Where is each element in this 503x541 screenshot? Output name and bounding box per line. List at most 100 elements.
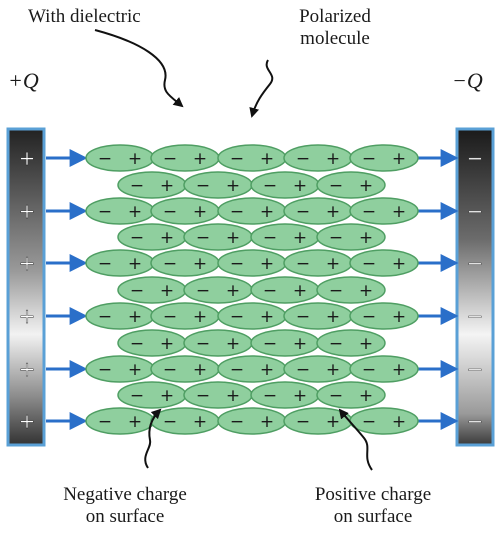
molecule-body — [85, 144, 155, 172]
molecule-positive-sign: + — [193, 202, 207, 222]
molecule-body — [117, 329, 187, 357]
molecule-body — [349, 355, 419, 383]
molecule-positive-sign: + — [359, 228, 373, 248]
molecule-negative-sign: − — [196, 228, 210, 248]
molecule-negative-sign: − — [296, 307, 310, 327]
molecule-positive-sign: + — [128, 307, 142, 327]
right-plate — [455, 127, 495, 447]
molecule-positive-sign: + — [193, 412, 207, 432]
with-dielectric-callout — [94, 29, 184, 108]
molecule-positive-sign: + — [128, 254, 142, 274]
molecule-positive-sign: + — [293, 228, 307, 248]
right-plate-minus-sign: − — [467, 251, 484, 275]
polarized-molecule-label: Polarized molecule — [270, 6, 400, 50]
polarized-molecule: −+ — [85, 249, 155, 277]
molecule-body — [283, 355, 353, 383]
molecule-body — [316, 276, 386, 304]
right-plate-minus-sign: − — [467, 146, 484, 170]
molecule-body — [117, 276, 187, 304]
molecule-positive-sign: + — [128, 149, 142, 169]
molecule-positive-sign: + — [392, 149, 406, 169]
molecule-body — [117, 381, 187, 409]
molecule-negative-sign: − — [98, 202, 112, 222]
polarized-molecule: −+ — [117, 276, 187, 304]
molecule-negative-sign: − — [230, 149, 244, 169]
polarized-line1: Polarized — [299, 6, 371, 27]
molecule-positive-sign: + — [359, 281, 373, 301]
polarized-molecule: −+ — [250, 223, 320, 251]
left-plate-plus-sign: + — [19, 199, 36, 223]
molecule-negative-sign: − — [329, 228, 343, 248]
molecule-negative-sign: − — [130, 281, 144, 301]
molecule-positive-sign: + — [260, 412, 274, 432]
molecule-negative-sign: − — [230, 202, 244, 222]
molecule-positive-sign: + — [193, 149, 207, 169]
molecule-negative-sign: − — [362, 360, 376, 380]
molecule-negative-sign: − — [362, 202, 376, 222]
polarized-molecule: −+ — [117, 329, 187, 357]
molecule-body — [117, 171, 187, 199]
molecule-body — [183, 276, 253, 304]
polarized-molecule-callout — [249, 59, 274, 118]
molecule-body — [349, 144, 419, 172]
molecule-positive-sign: + — [226, 334, 240, 354]
molecule-positive-sign: + — [326, 254, 340, 274]
molecule-negative-sign: − — [263, 228, 277, 248]
molecule-negative-sign: − — [362, 149, 376, 169]
molecule-positive-sign: + — [260, 254, 274, 274]
molecule-negative-sign: − — [98, 360, 112, 380]
polarized-line2: molecule — [300, 28, 370, 49]
molecule-negative-sign: − — [362, 307, 376, 327]
polarized-molecule: −+ — [85, 197, 155, 225]
polarized-molecule: −+ — [250, 381, 320, 409]
polarized-molecule: −+ — [349, 144, 419, 172]
molecule-negative-sign: − — [130, 386, 144, 406]
molecule-negative-sign: − — [296, 360, 310, 380]
molecule-positive-sign: + — [359, 386, 373, 406]
polarized-molecule: −+ — [316, 223, 386, 251]
negative-charge-callout — [144, 408, 162, 469]
polarized-molecule: −+ — [316, 329, 386, 357]
molecule-negative-sign: − — [196, 281, 210, 301]
molecule-negative-sign: − — [329, 386, 343, 406]
molecule-negative-sign: − — [263, 281, 277, 301]
molecule-body — [349, 302, 419, 330]
molecule-negative-sign: − — [196, 386, 210, 406]
molecule-negative-sign: − — [263, 386, 277, 406]
polarized-molecule: −+ — [283, 407, 353, 435]
molecule-body — [150, 407, 220, 435]
molecule-negative-sign: − — [130, 176, 144, 196]
polarized-molecule: −+ — [283, 197, 353, 225]
polarized-molecule: −+ — [349, 197, 419, 225]
polarized-molecule: −+ — [150, 355, 220, 383]
molecule-negative-sign: − — [130, 334, 144, 354]
molecule-body — [217, 197, 287, 225]
polarized-molecule: −+ — [150, 197, 220, 225]
molecule-positive-sign: + — [359, 176, 373, 196]
molecule-body — [217, 355, 287, 383]
molecule-negative-sign: − — [196, 334, 210, 354]
molecule-positive-sign: + — [226, 281, 240, 301]
polarized-molecule: −+ — [183, 329, 253, 357]
right-plate-minus-sign: − — [467, 409, 484, 433]
molecule-body — [250, 276, 320, 304]
polarized-molecule: −+ — [250, 171, 320, 199]
molecule-negative-sign: − — [163, 202, 177, 222]
polarized-molecule: −+ — [150, 407, 220, 435]
polarized-molecule: −+ — [217, 407, 287, 435]
right-plate-minus-sign: − — [467, 199, 484, 223]
molecule-positive-sign: + — [293, 176, 307, 196]
molecule-negative-sign: − — [163, 412, 177, 432]
polarized-molecule: −+ — [316, 171, 386, 199]
polarized-molecule: −+ — [217, 144, 287, 172]
molecule-positive-sign: + — [160, 228, 174, 248]
molecule-negative-sign: − — [296, 412, 310, 432]
molecule-positive-sign: + — [326, 202, 340, 222]
molecule-positive-sign: + — [260, 360, 274, 380]
polarized-molecule: −+ — [117, 223, 187, 251]
polarized-molecule: −+ — [349, 407, 419, 435]
molecule-body — [283, 249, 353, 277]
polarized-molecule: −+ — [183, 223, 253, 251]
molecule-positive-sign: + — [326, 307, 340, 327]
molecule-negative-sign: − — [329, 334, 343, 354]
